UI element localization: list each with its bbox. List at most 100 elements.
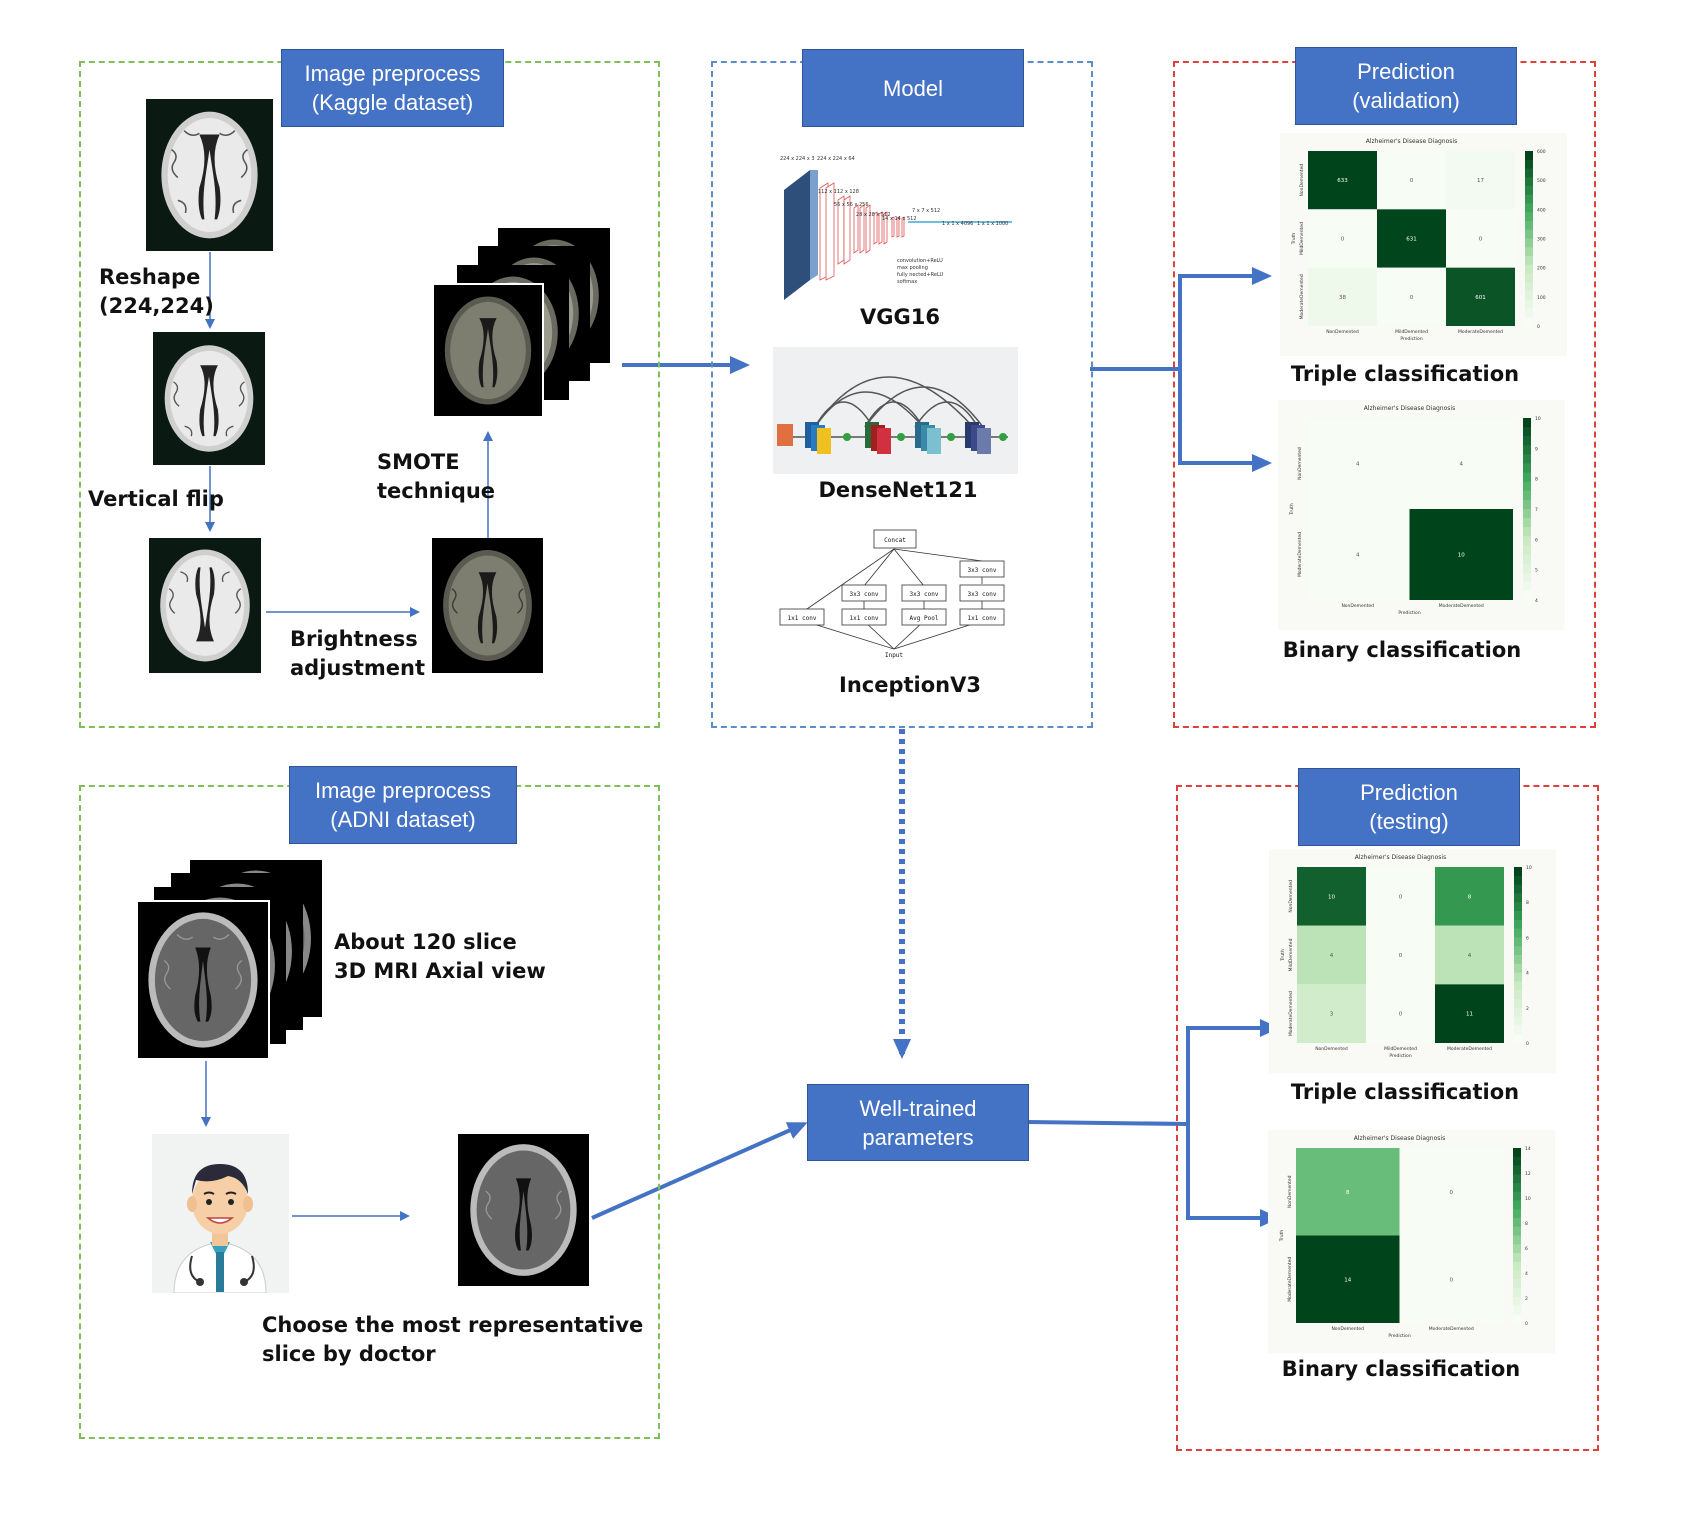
- mri-brightness-image: [432, 538, 543, 673]
- test_triple-cell-2-2: [1435, 984, 1504, 1043]
- val_triple-row-label-1: MildDemented: [1299, 222, 1305, 255]
- val_triple-col-label-2: ModerateDemented: [1458, 329, 1503, 335]
- val_binary-value-0-0: 4: [1356, 462, 1360, 468]
- test_triple-cell-1-2: [1435, 925, 1504, 985]
- val_triple-colorbar-step-0: [1525, 151, 1533, 161]
- inception-input: Input: [885, 652, 903, 659]
- validation-title-line1: Prediction: [1357, 59, 1455, 84]
- test_binary-row-label-0: NonDemented: [1287, 1175, 1293, 1208]
- val_triple-colorbar-step-6: [1525, 203, 1533, 213]
- adni-title-line2: (ADNI dataset): [330, 807, 476, 832]
- validation-panel-title: Prediction (validation): [1295, 47, 1517, 125]
- inception-conv3-b: 3x3 conv: [850, 591, 879, 598]
- test_triple-value-0-1: 0: [1399, 894, 1403, 900]
- val_binary-colorbar-step-13: [1523, 536, 1531, 546]
- val_triple-colorbar-step-19: [1525, 317, 1533, 327]
- vgg-legend-2: max pooling: [897, 265, 928, 271]
- val_binary-cell-0-1: [1409, 418, 1513, 509]
- inception-conv3-c: 3x3 conv: [910, 591, 939, 598]
- val_triple-colorbar-step-1: [1525, 159, 1533, 169]
- test_triple-cell-0-2: [1435, 867, 1504, 926]
- val_binary-colorbar-step-18: [1523, 581, 1531, 592]
- val_triple-colorbar-step-4: [1525, 186, 1533, 196]
- val_binary-colorbar-tick-5: 5: [1535, 568, 1538, 574]
- vgg-legend-4: softmax: [897, 279, 917, 285]
- inception-conv1-c: 1x1 conv: [968, 615, 997, 622]
- test_triple-value-0-2: 8: [1468, 894, 1472, 900]
- kaggle-title-line2: (Kaggle dataset): [311, 90, 474, 115]
- test_binary-xlabel: Prediction: [1388, 1333, 1411, 1339]
- val_triple-value-1-1: 631: [1406, 237, 1417, 243]
- test_triple-colorbar-step-1: [1514, 875, 1522, 886]
- mri-original-image: [146, 99, 273, 251]
- test_binary-colorbar-tick-2: 10: [1525, 1196, 1531, 1202]
- val_triple-xlabel: Prediction: [1400, 336, 1423, 342]
- test_binary-colorbar-step-18: [1513, 1305, 1521, 1315]
- test_triple-colorbar-step-14: [1514, 990, 1522, 1000]
- val_triple-cell-1-2: [1446, 209, 1515, 268]
- test_triple-cell-0-1: [1366, 867, 1435, 926]
- model-panel-title: Model: [802, 49, 1024, 127]
- vgg-legend-3: fully nected+ReLU: [897, 272, 944, 278]
- test-binary-label: Binary classification: [1281, 1357, 1521, 1381]
- adni-slices-line1: About 120 slice: [334, 930, 517, 954]
- val_triple-colorbar-step-16: [1525, 291, 1533, 301]
- to-validation-branch: [1090, 276, 1182, 463]
- kaggle-panel-title: Image preprocess (Kaggle dataset): [281, 49, 504, 127]
- val_triple-col-label-1: MildDemented: [1395, 329, 1428, 335]
- test_binary-colorbar-step-17: [1513, 1296, 1521, 1306]
- val_binary-colorbar-step-4: [1523, 454, 1531, 464]
- val_triple-colorbar-step-11: [1525, 247, 1533, 257]
- val_triple-ylabel: Truth: [1291, 233, 1297, 246]
- val_binary-ylabel: Truth: [1289, 503, 1295, 516]
- val_triple-colorbar-tick-5: 100: [1537, 295, 1546, 301]
- test_triple-colorbar-step-16: [1514, 1007, 1522, 1018]
- val_triple-col-label-0: NonDemented: [1326, 329, 1359, 335]
- smote-line2: technique: [377, 479, 496, 503]
- test_binary-colorbar-step-10: [1513, 1235, 1521, 1245]
- test_triple-row-label-1: MildDemented: [1288, 938, 1294, 971]
- test_triple-ylabel: Truth: [1280, 949, 1286, 962]
- test_triple-col-label-2: ModerateDemented: [1447, 1046, 1492, 1052]
- test_binary-ylabel: Truth: [1279, 1230, 1285, 1243]
- val_binary-colorbar-step-19: [1523, 590, 1531, 601]
- val_binary-colorbar-step-12: [1523, 527, 1531, 537]
- val_binary-colorbar-step-3: [1523, 445, 1531, 455]
- val_triple-row-label-0: NonDemented: [1299, 164, 1305, 197]
- representative-slice-image: [458, 1134, 589, 1286]
- test_binary-cell-1-0: [1296, 1235, 1400, 1323]
- val_triple-value-1-0: 0: [1341, 237, 1345, 243]
- val_binary-colorbar-tick-3: 7: [1535, 507, 1538, 513]
- doctor-choice-label: Choose the most representative slice by …: [262, 1311, 643, 1369]
- vgg-dim-4: 56 x 56 x 256: [834, 202, 869, 208]
- val_binary-cell-1-0: [1306, 509, 1410, 600]
- test_triple-value-1-0: 4: [1330, 953, 1334, 959]
- test_triple-colorbar-tick-3: 4: [1526, 971, 1529, 977]
- test_triple-colorbar-step-11: [1514, 963, 1522, 974]
- test_binary-colorbar-step-6: [1513, 1200, 1521, 1210]
- test_binary-colorbar-step-5: [1513, 1191, 1521, 1201]
- val_triple-colorbar-tick-2: 400: [1537, 207, 1546, 213]
- val_triple-colorbar-step-10: [1525, 238, 1533, 248]
- test-triple-label: Triple classification: [1290, 1080, 1520, 1104]
- slice-to-params-arrow: [591, 1122, 808, 1220]
- test_triple-row-label-0: NonDemented: [1288, 880, 1294, 913]
- test_triple-colorbar-tick-2: 6: [1526, 935, 1529, 941]
- val_binary-colorbar-tick-6: 4: [1535, 598, 1538, 604]
- test_binary-colorbar-tick-6: 2: [1525, 1296, 1528, 1302]
- val_triple-colorbar-step-7: [1525, 212, 1533, 222]
- test_binary-colorbar-step-9: [1513, 1226, 1521, 1236]
- test_binary-colorbar-step-14: [1513, 1270, 1521, 1280]
- val_binary-colorbar-tick-4: 6: [1535, 537, 1538, 543]
- test_binary-row-label-1: ModerateDemented: [1287, 1257, 1293, 1302]
- val_triple-cell-0-0: [1308, 151, 1377, 210]
- test_binary-value-0-0: 8: [1346, 1190, 1350, 1196]
- val_triple-colorbar-tick-4: 200: [1537, 266, 1546, 272]
- test_binary-colorbar-step-13: [1513, 1261, 1521, 1271]
- val_triple-value-2-2: 601: [1475, 295, 1486, 301]
- brightness-label: Brightness adjustment: [290, 625, 425, 683]
- vgg-dim-2: 224 x 224 x 64: [817, 156, 855, 162]
- test_triple-value-1-2: 4: [1468, 953, 1472, 959]
